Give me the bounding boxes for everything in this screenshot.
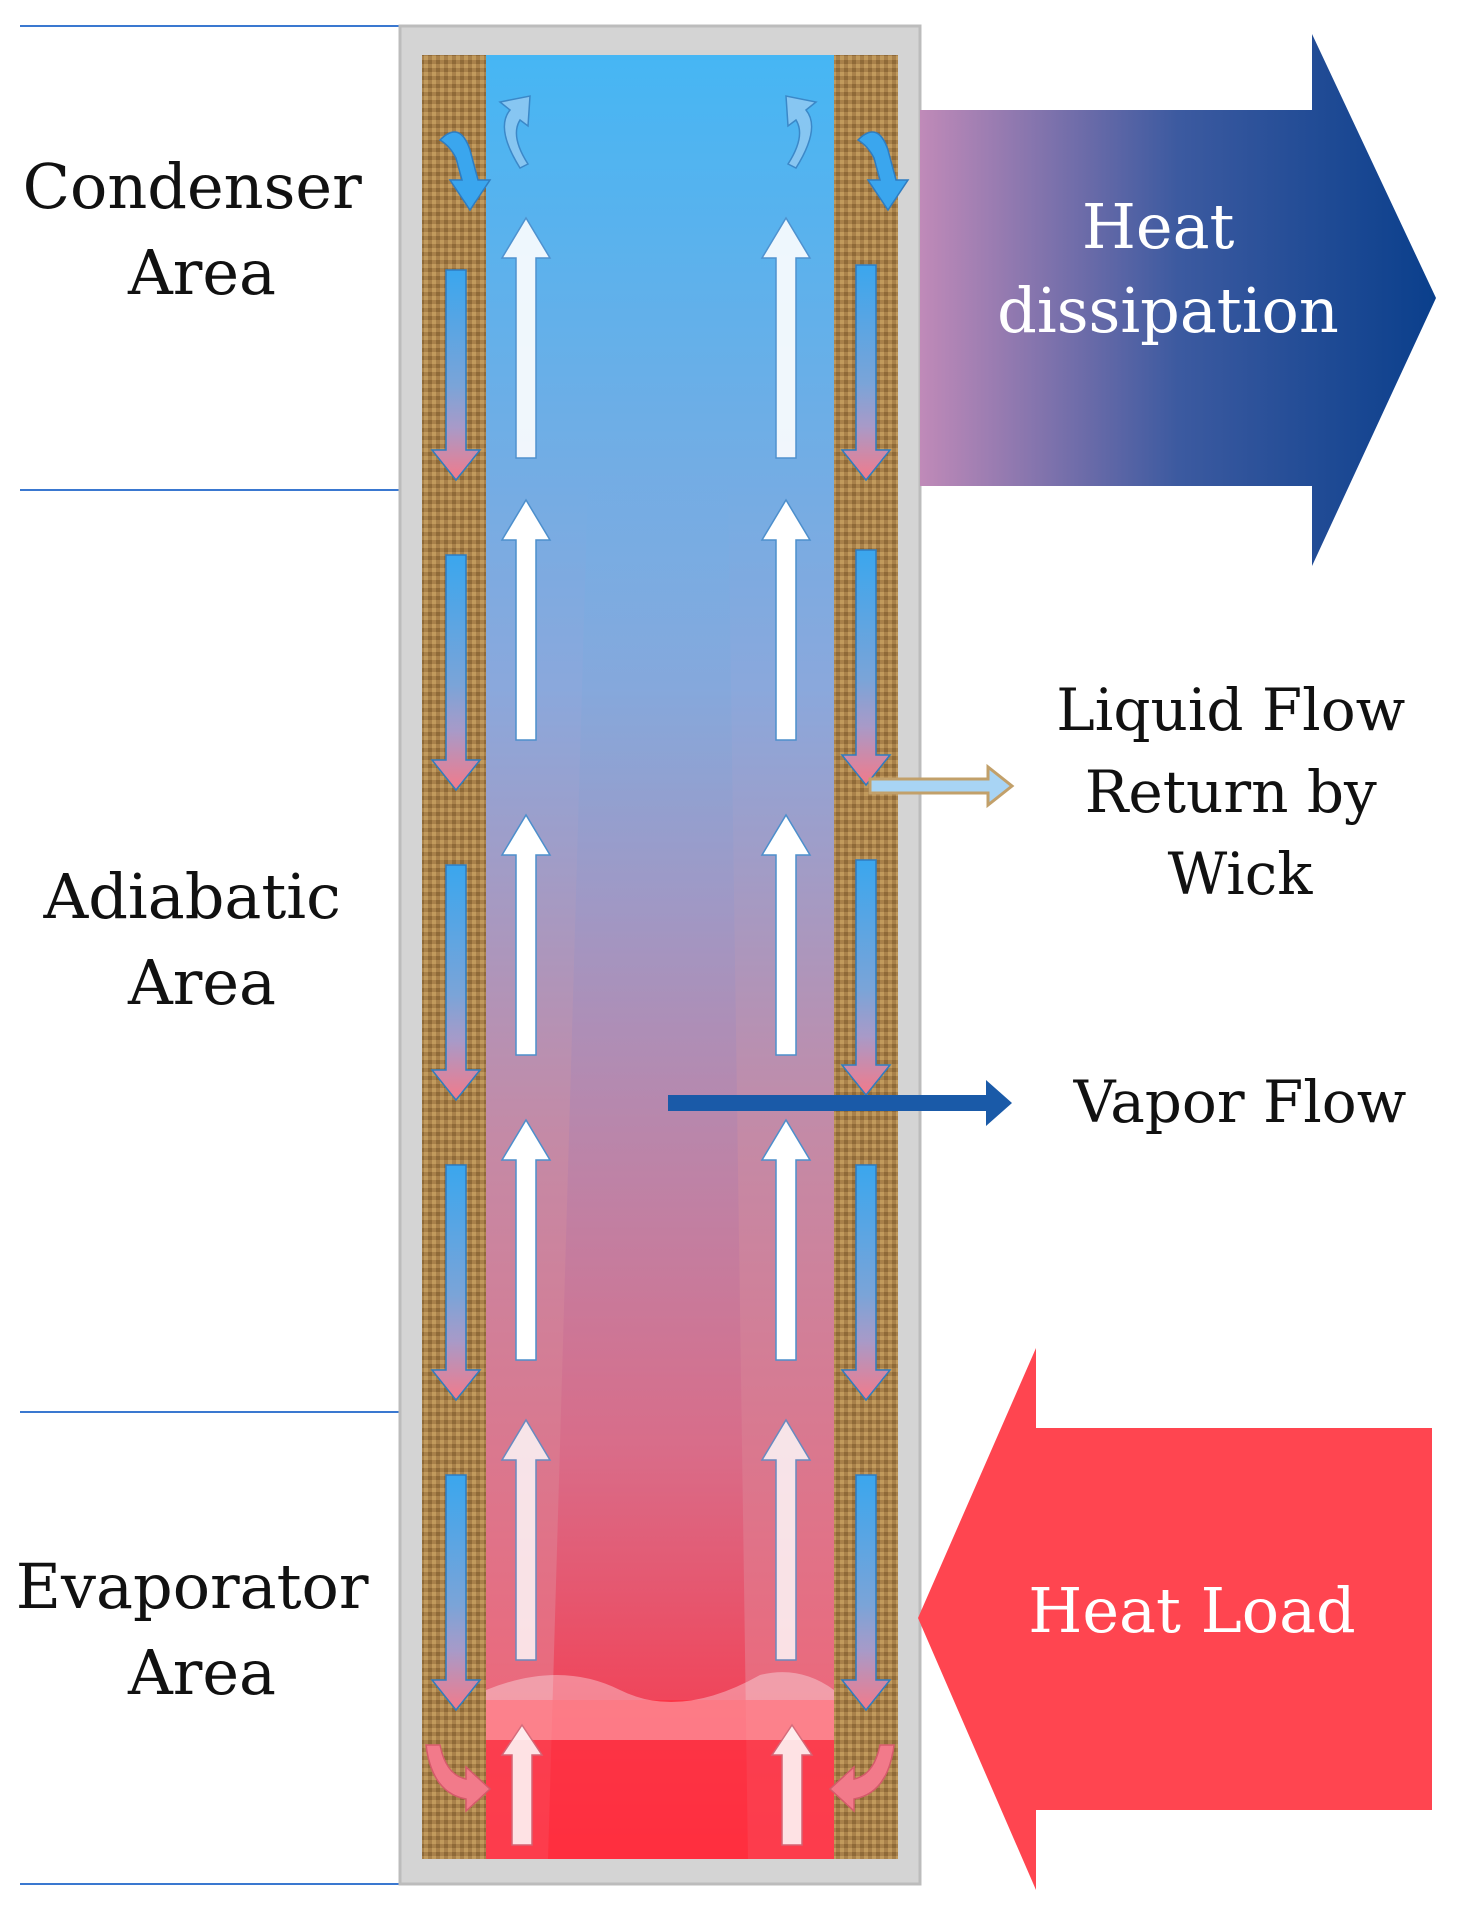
evaporator-area-label: Evaporator Area — [16, 1550, 388, 1709]
zone-dividers — [20, 25, 400, 1885]
curl-arrow-bottom-left — [425, 1744, 492, 1813]
liquid-down-arrow — [840, 1474, 892, 1712]
vapor-up-arrow — [760, 216, 812, 459]
adiabatic-label-line-1: Adiabatic — [42, 860, 340, 933]
vapor-up-arrow — [500, 216, 552, 459]
curl-arrow-right-core — [785, 95, 818, 169]
evaporation-curl-arrows — [425, 1744, 895, 1813]
heat-load-label: Heat Load — [1028, 1574, 1356, 1647]
vapor-up-arrow — [760, 498, 812, 741]
core-up-arrow-bottom-right — [770, 1723, 814, 1846]
wick-liquid-arrows — [430, 264, 892, 1712]
vapor-flow-label: Vapor Flow — [1073, 1068, 1407, 1136]
liquid-down-arrow — [840, 1164, 892, 1402]
liquid-down-arrow — [430, 864, 482, 1102]
liquid-down-arrow — [840, 549, 892, 787]
condenser-label-line-1: Condenser — [23, 150, 363, 223]
boiling-pool — [486, 1700, 834, 1859]
vapor-up-arrow — [500, 1418, 552, 1661]
liquid-flow-line-2: Return by — [1085, 758, 1377, 826]
vapor-flow-callout-arrow — [668, 1080, 1012, 1126]
vapor-up-arrow — [500, 813, 552, 1056]
heat-dissipation-arrow — [920, 34, 1436, 566]
evaporator-label-line-2: Area — [127, 1636, 276, 1709]
liquid-down-arrow — [430, 1474, 482, 1712]
heat-dissipation-line-2: dissipation — [997, 274, 1339, 347]
vapor-up-arrow — [500, 1118, 552, 1361]
curl-arrow-bottom-right — [828, 1744, 895, 1813]
heat-dissipation-line-1: Heat — [1082, 190, 1235, 263]
vapor-core-hot-plume — [548, 480, 748, 1859]
liquid-flow-callout-arrow — [868, 763, 1015, 809]
condensation-curl-vapor-arrows — [498, 95, 818, 169]
vapor-up-arrows — [500, 216, 812, 1661]
condensation-curl-arrows — [438, 131, 910, 212]
heat-dissipation-label: Heat dissipation — [997, 190, 1339, 347]
curl-arrow-left-wick — [438, 131, 492, 212]
vapor-up-arrow — [760, 1418, 812, 1661]
liquid-flow-line-1: Liquid Flow — [1056, 676, 1405, 744]
liquid-down-arrow — [840, 859, 892, 1097]
adiabatic-area-label: Adiabatic Area — [42, 860, 360, 1019]
adiabatic-label-line-2: Area — [127, 946, 276, 1019]
liquid-down-arrow — [430, 554, 482, 792]
liquid-down-arrow — [840, 264, 892, 482]
vapor-up-arrow — [760, 1118, 812, 1361]
liquid-flow-label: Liquid Flow Return by Wick — [1056, 676, 1423, 908]
liquid-flow-line-3: Wick — [1168, 840, 1314, 908]
vapor-up-arrow — [500, 498, 552, 741]
vapor-up-arrow — [760, 813, 812, 1056]
evaporation-core-arrows — [500, 1723, 814, 1846]
condenser-label-line-2: Area — [127, 236, 276, 309]
evaporator-label-line-1: Evaporator — [16, 1550, 369, 1623]
curl-arrow-right-wick — [856, 131, 910, 212]
core-up-arrow-bottom-left — [500, 1723, 544, 1846]
boiling-surface — [486, 1672, 834, 1740]
condenser-area-label: Condenser Area — [23, 150, 382, 309]
liquid-down-arrow — [430, 269, 482, 482]
curl-arrow-left-core — [498, 95, 531, 169]
heat-load-arrow — [918, 1348, 1432, 1890]
liquid-down-arrow — [430, 1164, 482, 1402]
